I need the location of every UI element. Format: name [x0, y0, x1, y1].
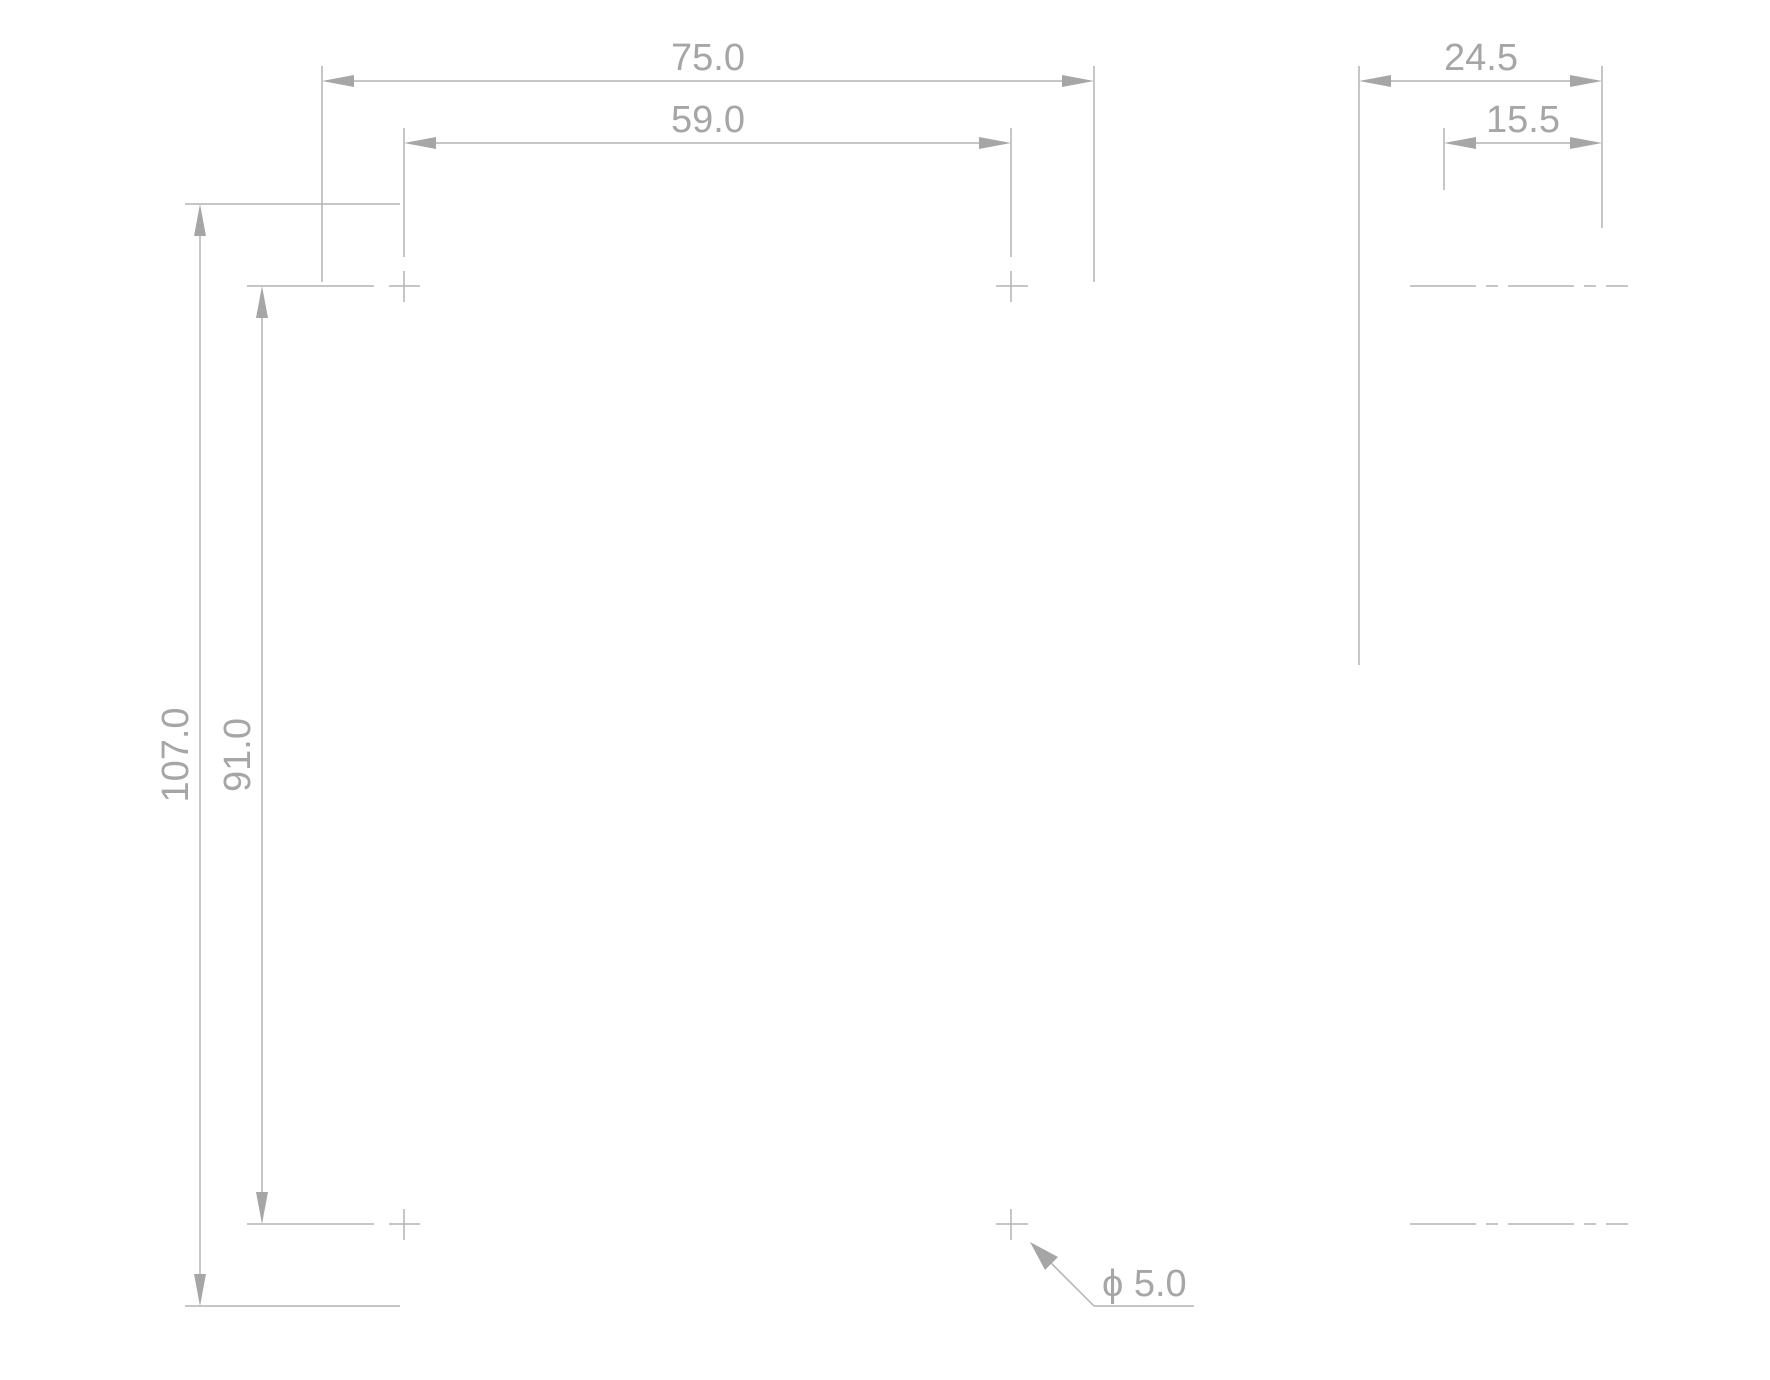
- arrowhead: [1062, 75, 1094, 87]
- hole-center-mark-bottom-left: [389, 1209, 420, 1240]
- arrowhead: [194, 204, 206, 236]
- arrowhead: [404, 137, 436, 149]
- dimension-overall-height: 107.0: [155, 203, 400, 1307]
- dimension-overall-width: 75.0: [321, 37, 1095, 282]
- arrowhead: [1570, 75, 1602, 87]
- arrowhead: [1570, 137, 1602, 149]
- hole-center-mark-top-left: [389, 271, 420, 302]
- dimension-hole-spacing-vertical: 91.0: [217, 285, 374, 1225]
- side-depth-label: 24.5: [1444, 37, 1518, 79]
- hole-center-mark-bottom-right: [996, 1209, 1028, 1240]
- arrowhead: [1359, 75, 1391, 87]
- arrowhead: [979, 137, 1011, 149]
- dimension-hole-diameter: ϕ 5.0: [1030, 1242, 1194, 1307]
- hole-center-mark-top-right: [996, 271, 1028, 302]
- dimension-side-depth: 24.5: [1358, 37, 1603, 665]
- arrowhead: [194, 1274, 206, 1306]
- hole-spacing-horizontal-label: 59.0: [671, 99, 745, 141]
- overall-width-label: 75.0: [671, 37, 745, 79]
- arrowhead: [256, 1192, 268, 1224]
- side-hole-offset-label: 15.5: [1486, 99, 1560, 141]
- hole-spacing-vertical-label: 91.0: [217, 718, 259, 792]
- arrowhead: [1444, 137, 1476, 149]
- leader-arrowhead: [1030, 1242, 1058, 1270]
- dimension-hole-spacing-horizontal: 59.0: [403, 99, 1012, 257]
- hole-diameter-label: ϕ 5.0: [1102, 1263, 1187, 1305]
- arrowhead: [256, 286, 268, 318]
- overall-height-label: 107.0: [155, 707, 197, 802]
- dimension-side-hole-offset: 15.5: [1443, 99, 1602, 190]
- arrowhead: [322, 75, 354, 87]
